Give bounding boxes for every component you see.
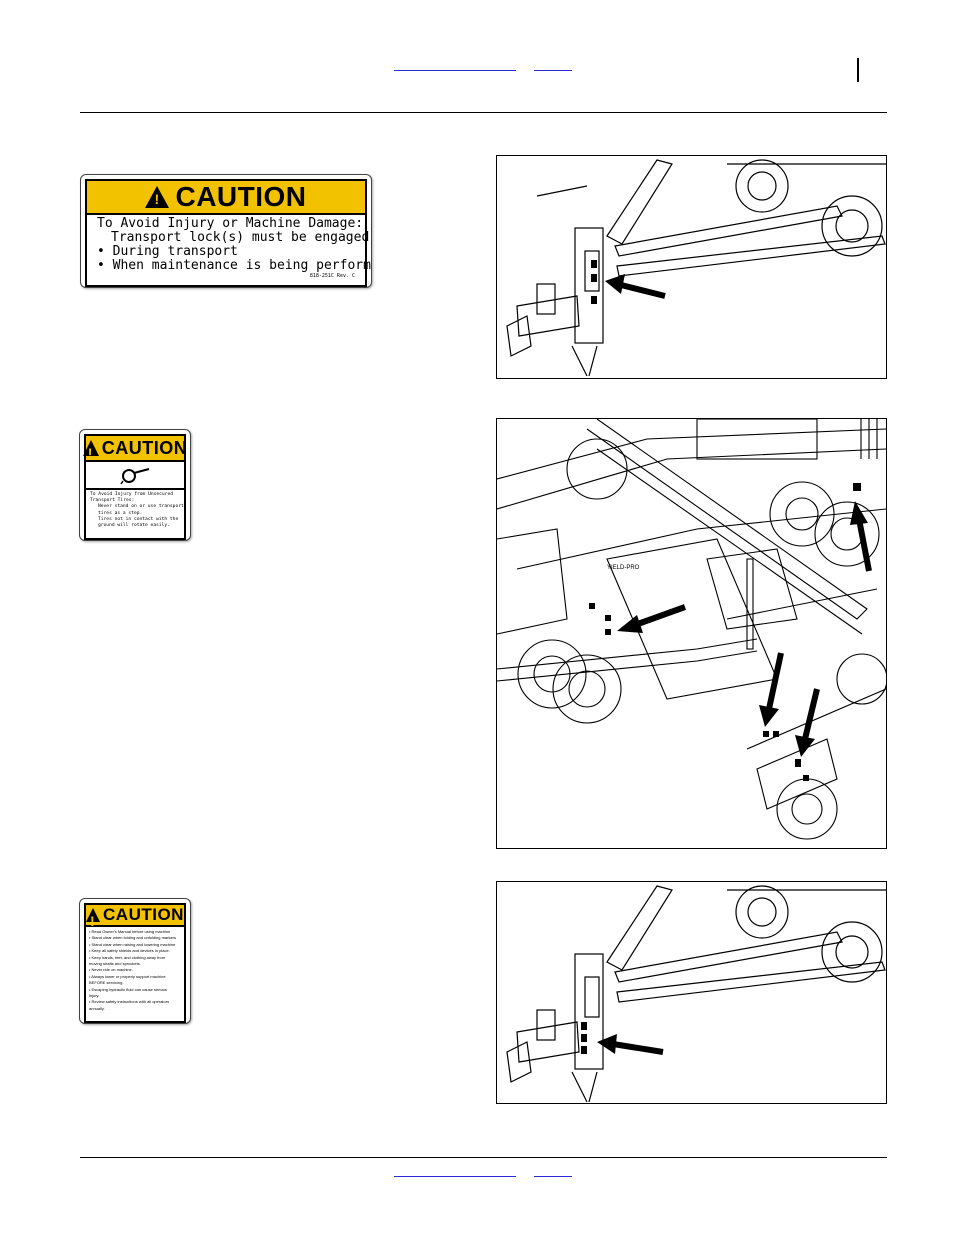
decal-line: annually. <box>89 1005 105 1011</box>
footer-link-manual[interactable] <box>394 1168 516 1177</box>
decal-line: • During transport <box>97 244 238 259</box>
figure-decal-locations: YIELD-PRO <box>496 418 887 849</box>
decal-line: • When maintenance is being performed <box>97 258 372 273</box>
decal-title: CAUTION <box>101 437 188 458</box>
decal-line: Tires not in contact with the <box>98 516 179 522</box>
fig3-illustration <box>506 885 886 1103</box>
decal-line: • Review safety instructions with all op… <box>89 999 170 1005</box>
header-link-page[interactable] <box>534 58 572 71</box>
decal-line: injury. <box>89 993 100 999</box>
caution-decal-general-safety: CAUTION • Read Owner's Manual before usi… <box>79 898 191 1024</box>
decal-title: CAUTION <box>175 181 307 212</box>
caution-decal-transport-lock: CAUTION To Avoid Injury or Machine Damag… <box>80 174 372 288</box>
machine-brand-label: YIELD-PRO <box>607 565 640 571</box>
header-rule <box>80 112 887 113</box>
decal-body: • Read Owner's Manual before using machi… <box>84 927 186 1023</box>
decal-header: CAUTION <box>82 434 188 462</box>
decal-line: BEFORE servicing. <box>89 980 124 986</box>
warning-triangle-icon <box>82 440 99 461</box>
decal-line: To Avoid Injury from Unsecured <box>90 492 173 497</box>
decal-body: To Avoid Injury or Machine Damage: Trans… <box>85 215 372 287</box>
decal-body: To Avoid Injury from Unsecured Transport… <box>84 490 186 540</box>
decal-line: • Escaping hydraulic fluid can cause ser… <box>89 986 167 992</box>
fig1-illustration <box>506 159 886 377</box>
header-vertical-rule <box>857 58 859 82</box>
warning-triangle-icon <box>86 908 101 929</box>
fig2-illustration: YIELD-PRO <box>497 419 886 840</box>
footer-link-page[interactable] <box>534 1168 572 1177</box>
decal-line: • Always lower or properly support machi… <box>89 973 166 979</box>
decal-line: • Never ride on machine. <box>89 967 133 973</box>
decal-icon-panel <box>84 462 186 490</box>
decal-line: Transport lock(s) must be engaged <box>111 230 370 245</box>
decal-line: • Stand clear when folding and unfolding… <box>89 935 177 941</box>
decal-part-number: 818-251C Rev. C <box>309 273 355 279</box>
decal-line: • Read Owner's Manual before using machi… <box>89 929 171 934</box>
figure-front-frame-decal <box>496 881 887 1104</box>
decal-line: • Keep all safety shields and devices in… <box>89 948 170 954</box>
decal-header: CAUTION <box>85 179 367 215</box>
footer-rule <box>80 1157 887 1158</box>
header-link-manual[interactable] <box>394 58 516 71</box>
decal-line: • Keep hands, feet, and clothing away fr… <box>89 954 166 960</box>
caution-decal-transport-tires: CAUTION To Avoid Injury from Unsecured T… <box>79 429 191 541</box>
decal-line: To Avoid Injury or Machine Damage: <box>97 216 364 231</box>
warning-triangle-icon <box>145 186 170 208</box>
tire-rotation-icon <box>120 468 150 485</box>
decal-line: tires as a step. <box>98 510 143 516</box>
figure-transport-lock <box>496 155 887 379</box>
decal-line: Transport Tires: <box>90 498 135 504</box>
decal-line: moving shafts and sprockets. <box>89 961 141 967</box>
decal-title: CAUTION <box>103 905 184 924</box>
decal-header: CAUTION <box>84 903 186 929</box>
decal-line: Never stand on or use transport <box>98 504 184 510</box>
decal-line: • Stand clear when raising and lowering … <box>89 941 176 947</box>
decal-line: ground will rotate easily. <box>98 523 170 529</box>
